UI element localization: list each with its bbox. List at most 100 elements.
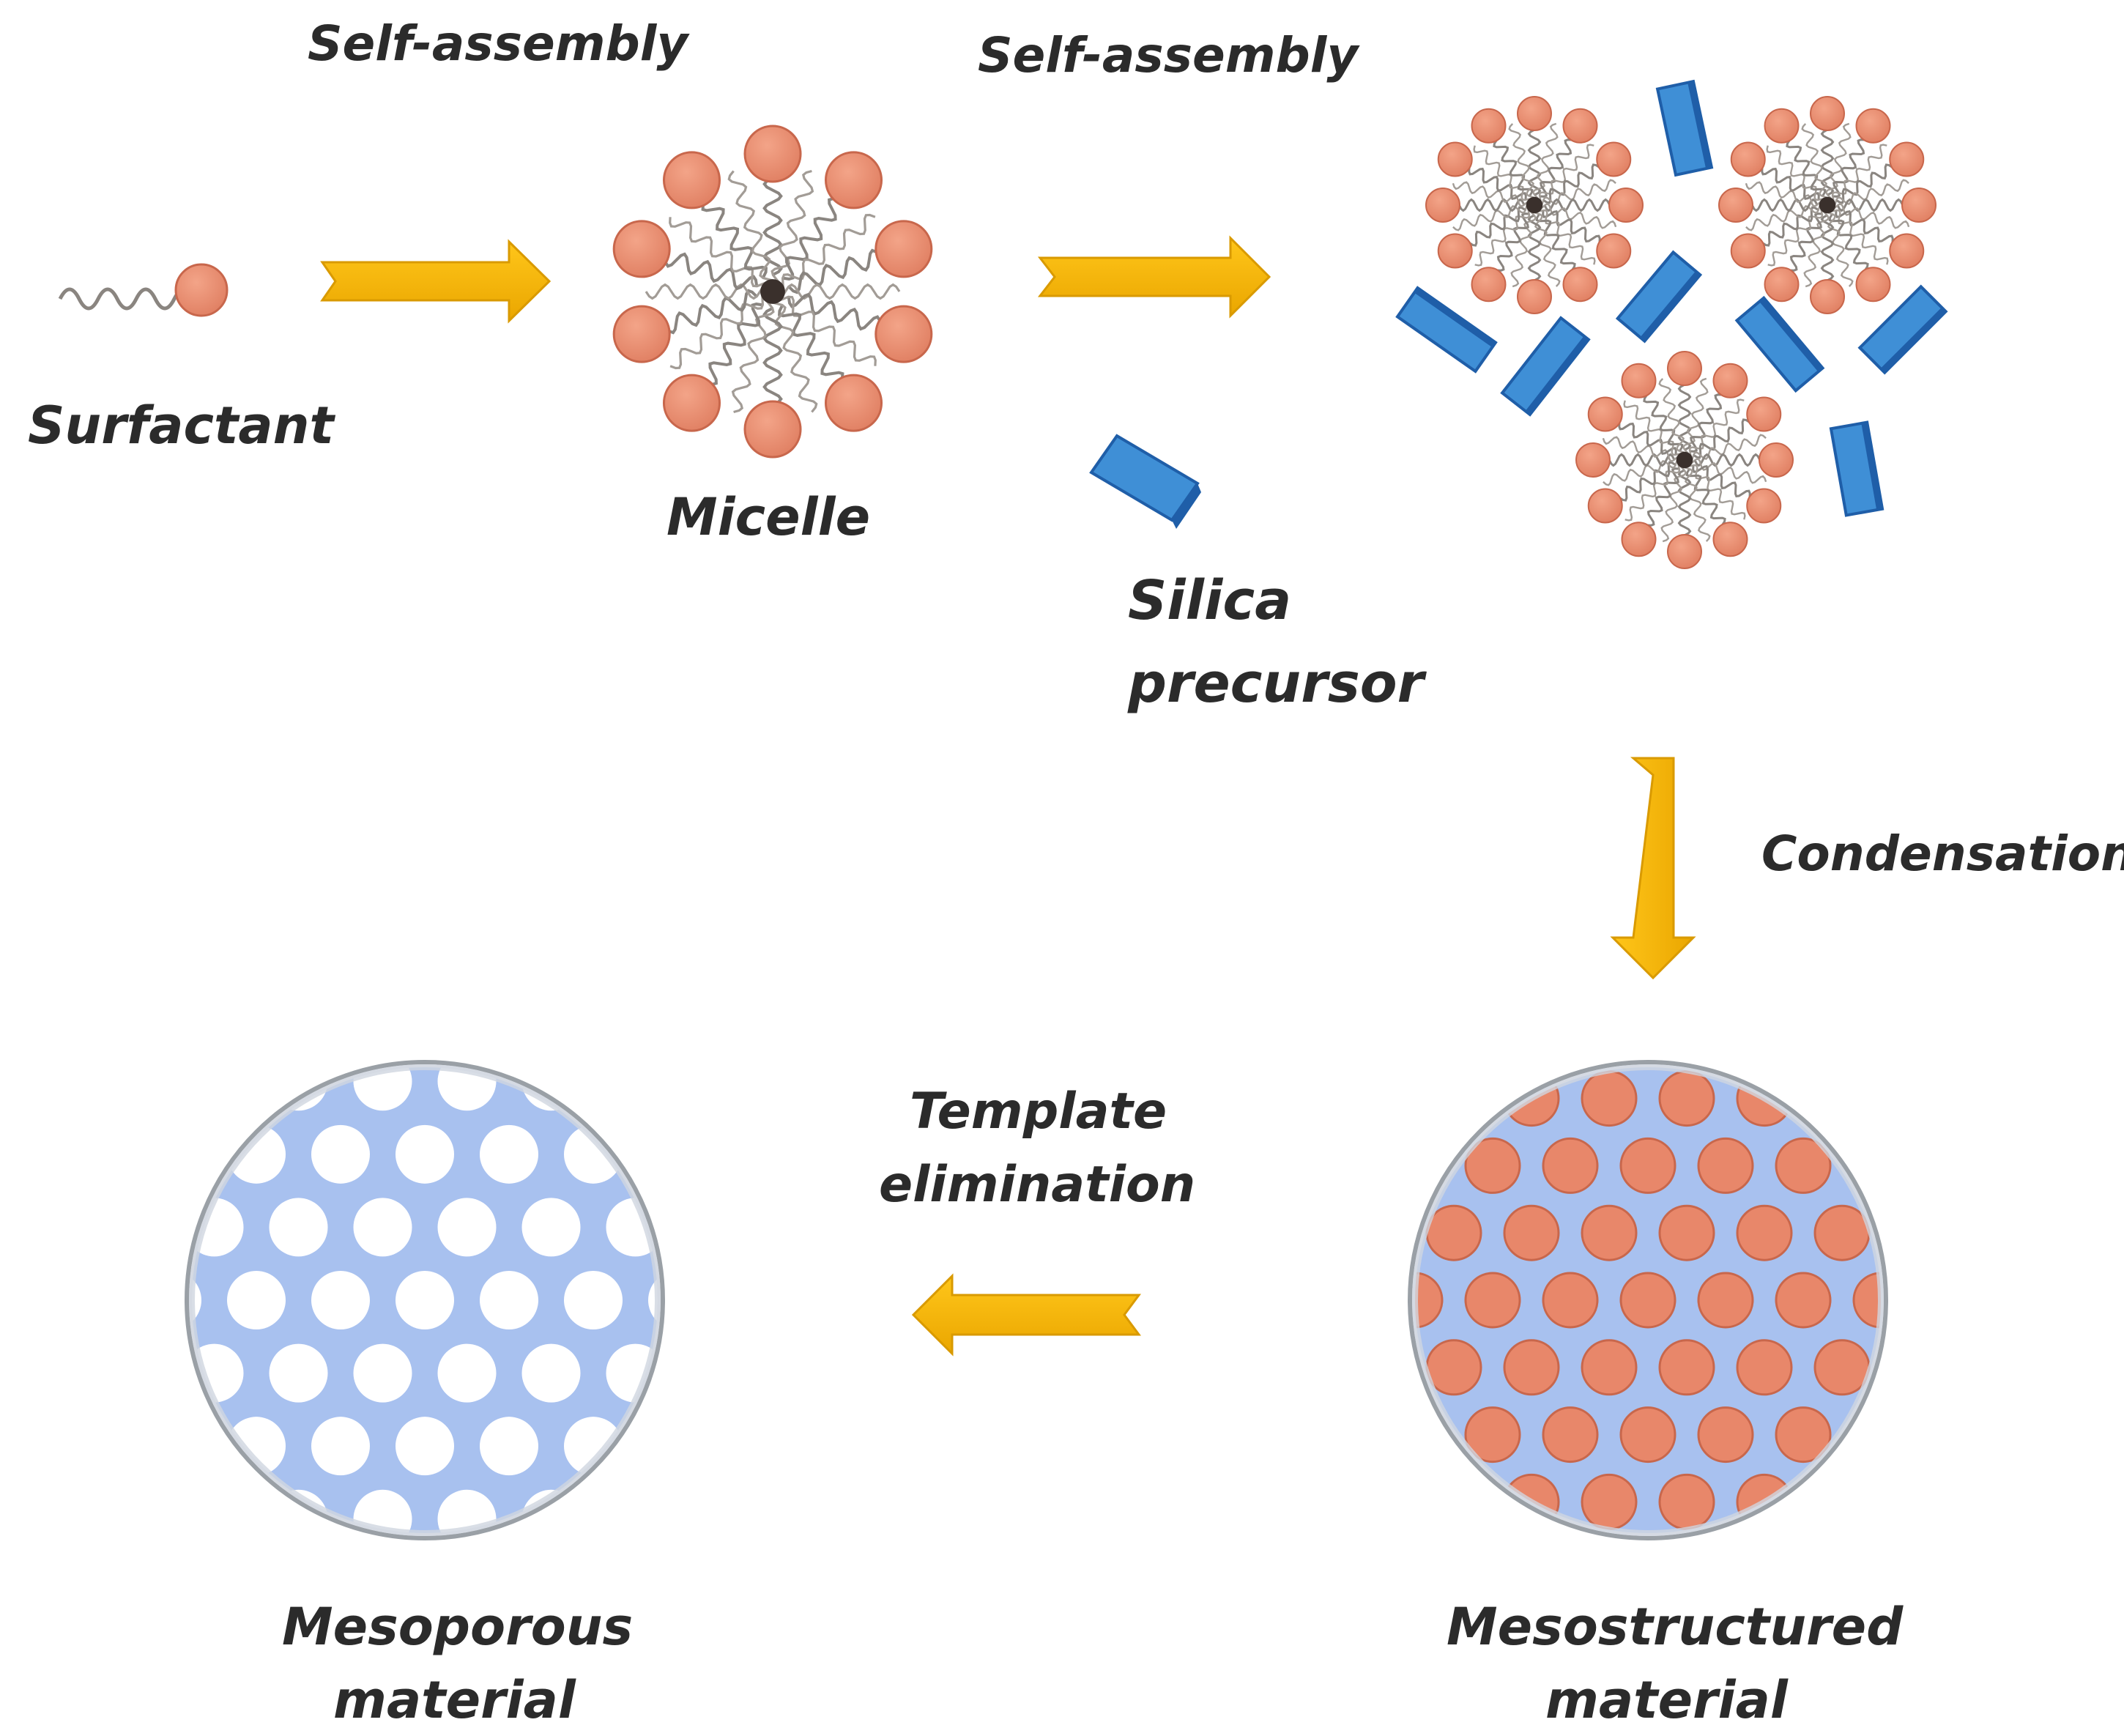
surfactant-molecule-icon (60, 264, 227, 316)
pore (438, 1052, 497, 1110)
micelle-dot (1698, 1273, 1753, 1327)
silica-slab-icon (1618, 252, 1701, 341)
micelle-dot (1698, 1138, 1753, 1192)
surfactant-head (176, 264, 227, 316)
mesostructured-material-disk (1388, 1062, 1908, 1538)
surfactant-head (1518, 280, 1551, 314)
micelle-dot (1543, 1408, 1597, 1462)
surfactant-head (745, 401, 801, 457)
pore (564, 1271, 623, 1329)
micelle-dot (1776, 1273, 1830, 1327)
pore (438, 1198, 497, 1256)
pore (354, 1052, 412, 1110)
label-self-assembly-2: Self-assembly (978, 27, 1360, 84)
surfactant-head (1747, 489, 1780, 523)
surfactant-head (826, 152, 882, 208)
label-silica-line1: Silica (1128, 569, 1291, 632)
surfactant-head (614, 221, 669, 277)
micelle-dot (1466, 1273, 1520, 1327)
surfactant-head (1714, 364, 1748, 398)
micelle-core (1819, 197, 1836, 214)
surfactant-head (1622, 364, 1656, 398)
label-mesoporous-line1: Mesoporous (282, 1597, 633, 1657)
surfactant-head (1622, 522, 1656, 556)
silica-slab-icon (1502, 318, 1589, 415)
surfactant-head (1576, 443, 1610, 477)
pore (480, 1417, 538, 1475)
micelle-dot (1582, 1206, 1636, 1260)
surfactant-head (1811, 280, 1844, 314)
silica-slab-icon (1657, 81, 1712, 175)
micelle-dot (1621, 1408, 1675, 1462)
micelle-dot (1582, 1475, 1636, 1529)
pore (354, 1198, 412, 1256)
label-template-line2: elimination (879, 1156, 1195, 1214)
surfactant-head (664, 152, 719, 208)
pore (270, 1344, 328, 1403)
micelle-dot (1698, 1408, 1753, 1462)
label-template-line1: Template (910, 1083, 1167, 1140)
surfactant-head (1518, 97, 1551, 130)
micelle-dot (1504, 1206, 1559, 1260)
surfactant-head (1731, 234, 1765, 268)
micelle-dot (1504, 1340, 1559, 1395)
surfactant-head (1857, 109, 1890, 143)
micelle-dot (1543, 1138, 1597, 1192)
micelle-dot (1815, 1340, 1869, 1395)
micelle-core (760, 279, 785, 304)
micelle-dot (1660, 1340, 1714, 1395)
micelle-dot (1737, 1340, 1791, 1395)
surfactant-head (1438, 143, 1472, 177)
surfactant-head (1589, 489, 1622, 523)
arrow-down-icon (1613, 758, 1693, 978)
pore (311, 1271, 370, 1329)
micelle-dot (1427, 1340, 1481, 1395)
pore (311, 1417, 370, 1475)
label-mesoporous-line2: material (333, 1670, 576, 1730)
surfactant-head (1668, 535, 1701, 568)
surfactant-head (1472, 109, 1506, 143)
arrow-right-1-icon (322, 242, 549, 321)
micelle-core (1676, 452, 1693, 469)
pore (522, 1198, 581, 1256)
micelle-dot (1621, 1273, 1675, 1327)
pore (438, 1490, 497, 1548)
silica-slab-icon (1397, 288, 1496, 371)
pore (396, 1417, 454, 1475)
micelle-dot (1621, 1138, 1675, 1192)
label-silica-line2: precursor (1127, 652, 1427, 715)
surfactant-head (1714, 522, 1748, 556)
surfactant-head (1589, 398, 1622, 431)
surfactant-head (614, 306, 669, 362)
pore (396, 1271, 454, 1329)
pore (522, 1344, 581, 1403)
silica-slab-icon (1737, 298, 1822, 391)
mesoporous-material-disk (143, 1052, 707, 1548)
surfactant-head (664, 375, 719, 431)
arrow-left-icon (913, 1276, 1139, 1354)
micelle-core (1526, 197, 1543, 214)
pore (227, 1271, 286, 1329)
label-condensation: Condensation (1761, 826, 2124, 882)
micelle-dot (1582, 1072, 1636, 1126)
micelle-dot (1660, 1072, 1714, 1126)
label-surfactant: Surfactant (28, 396, 335, 456)
pore (311, 1125, 370, 1184)
micelle-dot (1815, 1206, 1869, 1260)
surfactant-head (1719, 188, 1753, 222)
pore (480, 1271, 538, 1329)
pore-grid (143, 1052, 707, 1548)
small-micelle-icon (1719, 97, 1936, 314)
arrow-right-2-icon (1040, 238, 1269, 316)
surfactant-head (1426, 188, 1460, 222)
surfactant-head (1765, 267, 1799, 301)
micelle-dot (1737, 1206, 1791, 1260)
micelle-dot (1543, 1273, 1597, 1327)
micelle-grid (1388, 1072, 1908, 1529)
surfactant-head (1438, 234, 1472, 268)
surfactant-head (1811, 97, 1844, 130)
pore (396, 1125, 454, 1184)
label-mesostructured-line2: material (1545, 1670, 1789, 1730)
pore (480, 1125, 538, 1184)
surfactant-head (1890, 234, 1923, 268)
